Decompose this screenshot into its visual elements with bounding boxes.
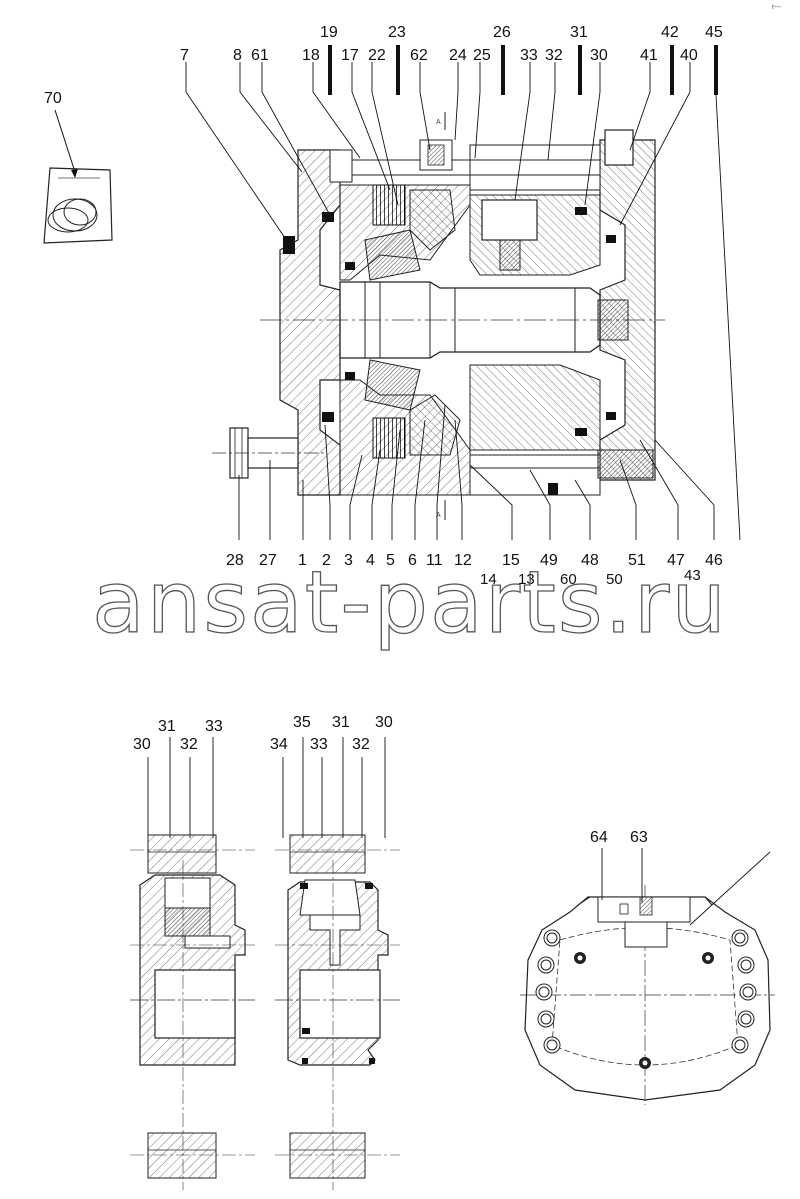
- label-5: 5: [386, 552, 395, 569]
- dl-label-30: 30: [133, 736, 151, 753]
- watermark: ansat-parts.ru: [92, 553, 728, 653]
- label-42: 42: [661, 24, 679, 41]
- section-mark-top: A: [436, 119, 441, 126]
- dm-label-30: 30: [375, 714, 393, 731]
- label-27: 27: [259, 552, 277, 569]
- dr-label-64: 64: [590, 829, 608, 846]
- detail-right-end-view: [520, 848, 775, 1105]
- dm-label-33: 33: [310, 736, 328, 753]
- label-28: 28: [226, 552, 244, 569]
- label-2: 2: [322, 552, 331, 569]
- kit-label: 70: [44, 90, 62, 107]
- label-6: 6: [408, 552, 417, 569]
- label-31: 31: [570, 24, 588, 41]
- label-46: 46: [705, 552, 723, 569]
- detail-middle-labels: 34 35 33 31 32 30: [270, 714, 393, 753]
- detail-middle-view: [275, 737, 400, 1190]
- detail-left-view: [130, 737, 255, 1190]
- detail-left-labels: 30 31 32 33: [133, 718, 223, 753]
- section-mark-bottom: A: [436, 512, 441, 519]
- label-45: 45: [705, 24, 723, 41]
- label-4: 4: [366, 552, 375, 569]
- label-47: 47: [667, 552, 685, 569]
- seal-kit-bag: 70: [43, 90, 113, 244]
- label-33: 33: [520, 47, 538, 64]
- label-48: 48: [581, 552, 599, 569]
- label-19: 19: [320, 24, 338, 41]
- label-3: 3: [344, 552, 353, 569]
- label-51: 51: [628, 552, 646, 569]
- label-61: 61: [251, 47, 269, 64]
- label-43: 43: [684, 567, 701, 584]
- label-13: 13: [518, 571, 535, 588]
- dm-label-35: 35: [293, 714, 311, 731]
- dr-label-63: 63: [630, 829, 648, 846]
- label-49: 49: [540, 552, 558, 569]
- label-7: 7: [180, 47, 189, 64]
- label-12: 12: [454, 552, 472, 569]
- label-11: 11: [426, 552, 443, 569]
- label-62: 62: [410, 47, 428, 64]
- corner-mark: r---: [772, 4, 782, 11]
- label-14: 14: [480, 571, 497, 588]
- label-60: 60: [560, 571, 577, 588]
- label-17: 17: [341, 47, 359, 64]
- label-41: 41: [640, 47, 658, 64]
- label-1: 1: [298, 552, 307, 569]
- main-top-labels: 7 8 61 18 19 17 22 23 62 24 25 26 33 32 …: [180, 24, 723, 64]
- label-22: 22: [368, 47, 386, 64]
- label-24: 24: [449, 47, 467, 64]
- label-8: 8: [233, 47, 242, 64]
- label-23: 23: [388, 24, 406, 41]
- label-25: 25: [473, 47, 491, 64]
- bottom-leader-lines: [238, 404, 715, 540]
- dl-label-33: 33: [205, 718, 223, 735]
- label-50: 50: [606, 571, 623, 588]
- dl-label-31: 31: [158, 718, 176, 735]
- label-18: 18: [302, 47, 320, 64]
- main-sectional-view: A A: [185, 45, 741, 541]
- dm-label-31: 31: [332, 714, 350, 731]
- label-32: 32: [545, 47, 563, 64]
- label-15: 15: [502, 552, 520, 569]
- label-30: 30: [590, 47, 608, 64]
- detail-right-labels: 64 63: [590, 829, 648, 846]
- dl-label-32: 32: [180, 736, 198, 753]
- dm-label-32: 32: [352, 736, 370, 753]
- dm-label-34: 34: [270, 736, 288, 753]
- label-40: 40: [680, 47, 698, 64]
- label-26: 26: [493, 24, 511, 41]
- main-bottom-labels: 28 27 1 2 3 4 5 6 11 12 15 49 48 51 47 4…: [226, 552, 723, 588]
